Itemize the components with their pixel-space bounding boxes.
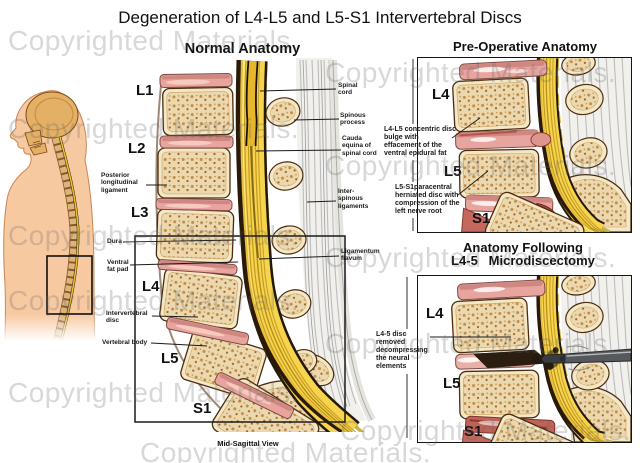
label-intervertebral-disc: Intervertebral disc [106, 310, 148, 325]
epidural-fat [539, 58, 586, 227]
l5-body [458, 369, 540, 420]
vertebra-label-l1: L1 [136, 82, 154, 99]
normal-anatomy-heading: Normal Anatomy [184, 41, 301, 57]
epidural-fat [539, 276, 588, 439]
l5-body [458, 148, 540, 199]
vertebra-label-l3: L3 [131, 204, 149, 221]
preop-vertebra-label-s1: S1 [472, 210, 491, 227]
page-title: Degeneration of L4-L5 and L5-S1 Interver… [118, 8, 522, 27]
label-ventral-fat-pad: Ventral fat pad [107, 259, 129, 274]
label-cauda-equina: Cauda equina of spinal cord [342, 135, 377, 157]
body-profile-figure [0, 90, 104, 346]
postop-anatomy-panel [417, 275, 632, 443]
vertebra-label-l2: L2 [128, 140, 146, 157]
pll-line [536, 276, 586, 440]
l3-l4-disc [459, 59, 548, 81]
annotation-l45-disc-removed: L4-5 disc removed decompressing the neur… [376, 331, 428, 370]
preop-anatomy-heading: Pre-Operative Anatomy [452, 39, 597, 54]
label-spinal-cord: Spinal cord [338, 82, 358, 97]
mandible [29, 142, 48, 156]
annotation-l5s1-herniated-disc: L5-S1paracentral herniated disc with com… [395, 184, 460, 215]
l4-l5-bulging-disc [455, 129, 552, 150]
pll-line [536, 58, 584, 228]
postop-vertebra-label-l5: L5 [443, 375, 461, 392]
cranium-line [34, 97, 74, 131]
spinous-processes [561, 276, 610, 391]
preop-vertebra-label-l4: L4 [432, 86, 450, 103]
vertebra-label-l5: L5 [161, 350, 179, 367]
microdiscectomy-instrument [531, 345, 631, 371]
l4-l5-disc-space-removed [455, 349, 551, 370]
postop-illustration [451, 276, 631, 442]
l4-body [451, 297, 530, 354]
label-ligamentum-flavum: Ligamentum flavum [341, 248, 380, 263]
postop-vertebra-label-l4: L4 [426, 305, 444, 322]
preop-anatomy-panel [417, 57, 632, 233]
degenerated-anterior-region [461, 429, 497, 442]
label-posterior-longitudinal-ligament: Posterior longitudinal ligament [101, 172, 138, 194]
vertebra-label-s1: S1 [193, 400, 212, 417]
label-vertebral-body: Vertebral body [102, 339, 148, 346]
s1-body [484, 191, 585, 232]
teeth-lines [32, 140, 42, 149]
l3-l4-disc [457, 279, 546, 301]
label-interspinous-ligaments: Inter-spinous ligaments [338, 188, 369, 210]
spinous-processes [561, 58, 608, 169]
postop-heading-line2: L4-5 Microdiscectomy [451, 253, 595, 268]
vertebra-label-l4: L4 [142, 278, 160, 295]
label-dura: Dura [107, 238, 122, 245]
postop-vertebra-label-s1: S1 [464, 423, 483, 440]
preop-vertebra-label-l5: L5 [444, 163, 462, 180]
preop-illustration [452, 58, 631, 232]
figure-fade [0, 314, 104, 346]
l4-body [452, 77, 531, 133]
annotation-l4l5-disc-bulge: L4-L5 concentric disc bulge with effacem… [384, 126, 456, 157]
mid-sagittal-view-caption: Mid-Sagittal View [217, 439, 279, 448]
label-spinous-process: Spinous process [340, 112, 366, 127]
postop-heading-line1: Anatomy Following [463, 240, 583, 255]
s1-body [487, 413, 587, 442]
